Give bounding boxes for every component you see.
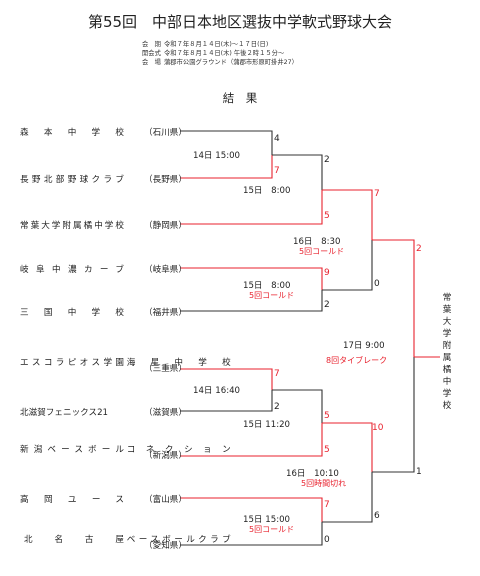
team-name: 北滋賀フェニックス21 (20, 408, 109, 418)
team-row: 北滋賀フェニックス21 （滋賀県） (20, 408, 188, 418)
champion-name: 常葉大学附属橘中学校 (442, 293, 452, 411)
score: 5 (324, 411, 330, 421)
game-note: 8回タイブレーク (326, 356, 388, 365)
team-name: 北名古屋 (24, 535, 124, 545)
score: 10 (372, 423, 384, 433)
team-name: 森本中学校 (20, 128, 124, 138)
score: 5 (324, 211, 330, 221)
team-pref: 三重県 (152, 364, 179, 374)
team-name: 常葉大学附属橘中学校 (20, 221, 124, 231)
game-time: 14日 16:40 (193, 386, 241, 396)
game-time: 15日 8:00 (243, 186, 291, 196)
game-time: 15日 11:20 (243, 420, 291, 430)
team-row: エスコラピオス学園 海星中学校 （三重県） (20, 358, 231, 374)
score: 7 (274, 369, 280, 379)
game-time: 15日 15:00 (243, 515, 291, 525)
team-pref: 長野県 (152, 175, 179, 185)
team-row: 岐阜中濃カーブ （岐阜県） (20, 265, 188, 275)
team-name: 長野北部野球クラブ (20, 175, 124, 185)
game-time: 14日 15:00 (193, 151, 241, 161)
event-info: 会 期令和７年８月１４日(木)～１７日(日) 開会式令和７年８月１４日(木) 午… (142, 40, 298, 67)
score: 0 (374, 279, 380, 289)
game-note: 5回時間切れ (301, 479, 347, 488)
event-info-row: 会 場蒲郡市公園グラウンド（蒲郡市形原町掛井27） (142, 59, 298, 66)
team-row: 新潟ベースボール コネクション （新潟県） (20, 445, 231, 461)
section-heading: 結 果 (222, 91, 258, 105)
team-name: エスコラピオス学園 (20, 358, 124, 368)
team-row: 長野北部野球クラブ （長野県） (20, 175, 188, 185)
team-pref: 愛知県 (152, 541, 179, 551)
score: 7 (324, 500, 330, 510)
team-pref: 富山県 (152, 495, 179, 505)
team-name: 高岡ユース (20, 495, 124, 505)
score: 2 (416, 244, 422, 254)
score: 2 (274, 402, 280, 412)
team-pref: 岐阜県 (152, 265, 179, 275)
game-time: 16日 10:10 (286, 469, 339, 479)
team-pref: 石川県 (152, 128, 179, 138)
score: 7 (374, 189, 380, 199)
event-info-row: 会 期令和７年８月１４日(木)～１７日(日) (142, 41, 269, 48)
team-row: 森本中学校 （石川県） (20, 128, 188, 138)
score: 1 (416, 467, 422, 477)
team-pref: 静岡県 (152, 221, 179, 231)
game-time: 16日 8:30 (293, 237, 341, 247)
team-row: 北名古屋 ベースボールクラブ （愛知県） (20, 534, 231, 551)
team-row: 高岡ユース （富山県） (20, 495, 188, 505)
page-title: 第55回 中部日本地区選抜中学軟式野球大会 (87, 13, 393, 31)
score: 7 (274, 166, 280, 176)
score: 9 (324, 268, 330, 278)
score: 2 (324, 300, 330, 310)
score: 4 (274, 134, 280, 144)
team-row: 常葉大学附属橘中学校 （静岡県） (20, 221, 188, 231)
game-note: 5回コールド (249, 291, 295, 300)
team-pref: 福井県 (152, 308, 179, 318)
team-pref: 新潟県 (152, 451, 179, 461)
team-pref: 滋賀県 (152, 408, 179, 418)
team-name-line2: コネクション (126, 445, 231, 455)
event-info-row: 開会式令和７年８月１４日(木) 午後２時１５分～ (142, 50, 285, 57)
team-row: 三国中学校 （福井県） (20, 308, 188, 318)
game-time: 15日 8:00 (243, 281, 291, 291)
game-note: 5回コールド (299, 247, 345, 256)
team-name-line2: 海星中学校 (126, 358, 231, 368)
team-name: 岐阜中濃カーブ (20, 265, 124, 275)
score: 5 (324, 445, 330, 455)
score: 2 (324, 155, 330, 165)
score: 6 (374, 511, 380, 521)
game-time: 17日 9:00 (343, 341, 385, 351)
score: 0 (324, 535, 330, 545)
team-name: 新潟ベースボール (20, 445, 124, 455)
team-name-line2: ベースボールクラブ (126, 535, 231, 545)
game-note: 5回コールド (249, 525, 295, 534)
team-name: 三国中学校 (20, 308, 124, 318)
